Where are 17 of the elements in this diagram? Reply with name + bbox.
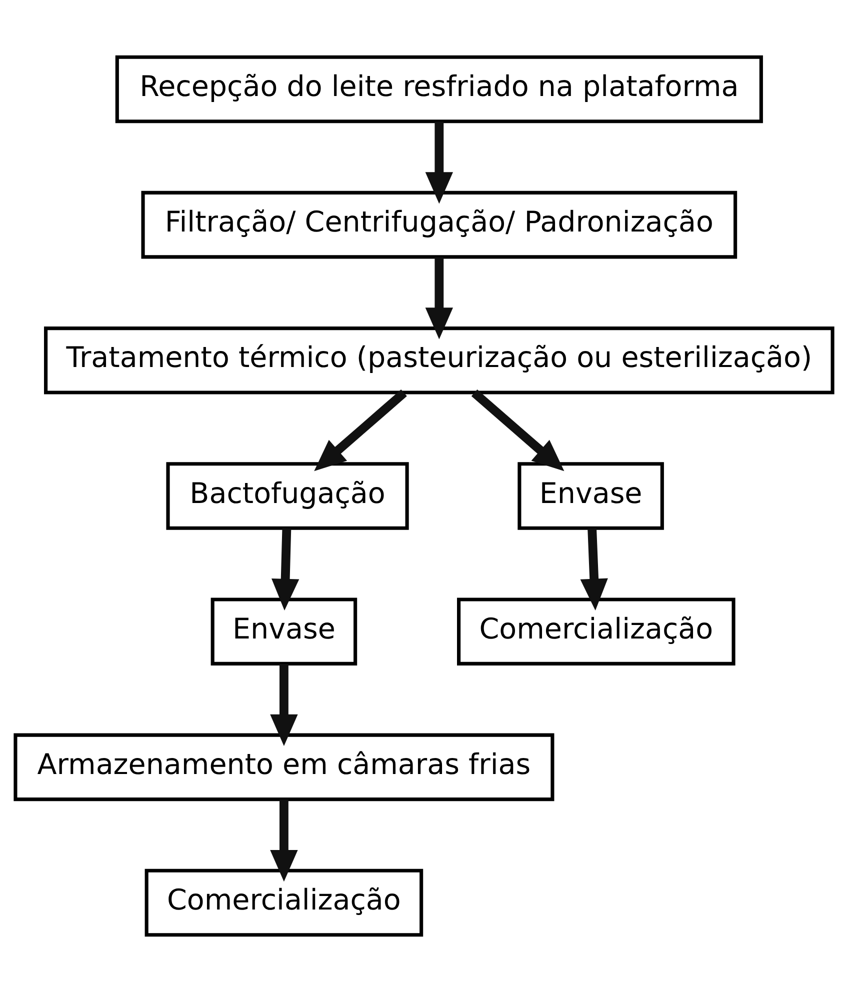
node-box: Tratamento térmico (pasteurização ou esterilização) bbox=[44, 326, 834, 394]
arrow bbox=[272, 528, 300, 610]
arrow bbox=[270, 799, 298, 882]
node-box: Envase bbox=[210, 597, 358, 665]
arrow bbox=[314, 388, 407, 471]
node-box: Filtração/ Centrifugação/ Padronização bbox=[141, 190, 738, 258]
node-box: Envase bbox=[518, 462, 664, 530]
node-box: Comercialização bbox=[457, 597, 736, 665]
node-box: Armazenamento em câmaras frias bbox=[14, 732, 554, 801]
arrow bbox=[425, 256, 454, 339]
arrow bbox=[425, 121, 454, 204]
node-box: Bactofugação bbox=[166, 462, 409, 530]
arrow bbox=[580, 528, 608, 610]
node-box: Recepção do leite resfriado na plataforma bbox=[115, 54, 763, 123]
node-box: Comercialização bbox=[144, 868, 424, 936]
arrow bbox=[471, 388, 564, 471]
arrow bbox=[270, 663, 298, 746]
